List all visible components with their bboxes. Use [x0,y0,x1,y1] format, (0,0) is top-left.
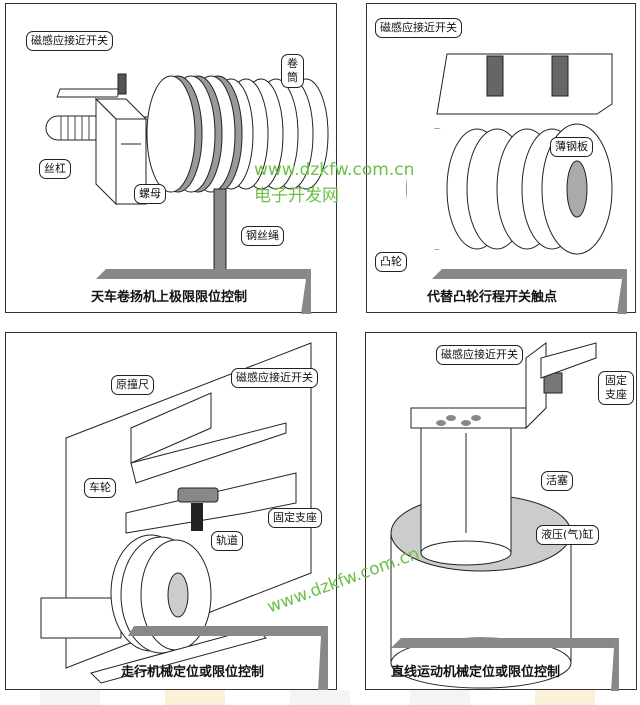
label-sensor: 磁感应接近开关 [375,18,462,38]
panel-linear-motion: 磁感应接近开关 固定支座 活塞 液压(气)缸 直线运动机械定位或限位控制 [365,332,637,691]
bottom-strip [290,690,350,705]
label-track: 轨道 [211,531,243,551]
label-cylinder: 液压(气)缸 [536,525,599,545]
label-piston: 活塞 [541,471,573,491]
crane-hoist-drawing [45,73,329,314]
caption: 走行机械定位或限位控制 [121,665,265,680]
label-ruler: 原撞尺 [111,375,154,395]
caption: 天车卷扬机上极限限位控制 [91,290,248,305]
linear-motion-drawing [390,342,619,691]
panel-cam-replacement: 磁感应接近开关 薄钢板 凸轮 代替凸轮行程开关触点 [366,3,636,314]
label-bracket: 固定支座 [268,508,322,528]
bottom-strip [410,690,470,705]
label-steel-plate: 薄钢板 [550,137,593,157]
watermark-name: 电子开发网 [254,186,339,206]
panel-crane-hoist: 磁感应接近开关 卷筒 丝杠 螺母 钢丝绳 天车卷扬机上极限限位控制 [5,3,337,314]
bottom-strip [40,690,100,705]
caption: 代替凸轮行程开关触点 [427,290,558,305]
label-sensor: 磁感应接近开关 [436,345,523,365]
label-rope: 钢丝绳 [241,226,284,246]
bottom-strip [535,690,595,705]
caption: 直线运动机械定位或限位控制 [391,665,561,680]
label-sensor: 磁感应接近开关 [231,368,318,388]
label-bracket: 固定支座 [598,371,634,405]
panel-travel-machine: 原撞尺 磁感应接近开关 车轮 固定支座 轨道 走行机械定位或限位控制 [5,332,337,691]
travel-machine-drawing [40,342,328,691]
watermark-url: www.dzkfw.com.cn [254,160,415,180]
bottom-strip [165,690,225,705]
label-sensor: 磁感应接近开关 [26,31,113,51]
cam-drawing [406,53,627,314]
label-wheel: 车轮 [84,478,116,498]
label-cam: 凸轮 [375,252,407,272]
label-drum: 卷筒 [281,54,304,88]
label-screw: 丝杠 [39,159,71,179]
label-nut: 螺母 [134,184,166,204]
